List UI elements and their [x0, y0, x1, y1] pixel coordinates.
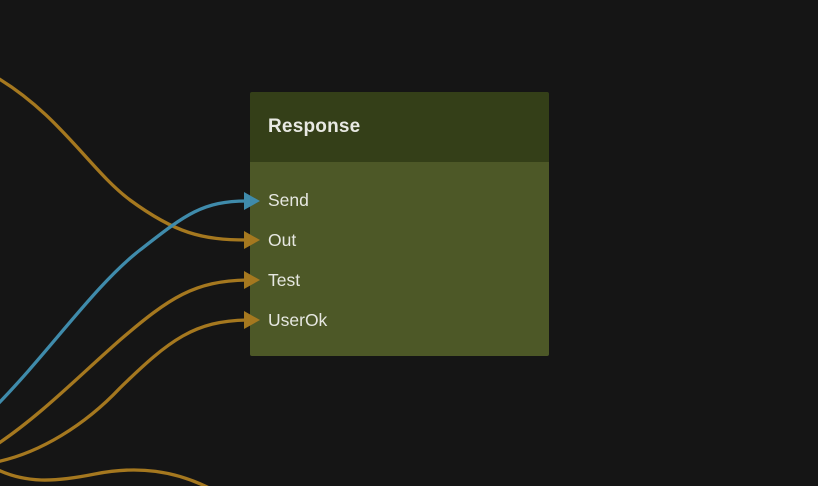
node-header-drag-handle[interactable]: Response [250, 92, 549, 162]
port-row-out: Out [250, 220, 549, 260]
port-label-out: Out [268, 229, 297, 250]
node-title: Response [268, 116, 361, 137]
port-arrow-test-icon[interactable] [244, 271, 260, 289]
edge-to-userok[interactable] [0, 318, 248, 463]
port-arrow-userok-icon[interactable] [244, 311, 260, 329]
port-label-test: Test [268, 269, 301, 290]
edge-to-out[interactable] [0, 77, 248, 242]
node-body: Send Out Test UserOk [250, 162, 549, 356]
port-row-test: Test [250, 260, 549, 300]
edge-clipped-bottom-left[interactable] [0, 468, 238, 486]
port-row-send: Send [250, 180, 549, 220]
edge-to-send[interactable] [0, 199, 248, 406]
port-label-send: Send [268, 189, 309, 210]
port-arrow-send-icon[interactable] [244, 192, 260, 210]
edge-to-test[interactable] [0, 278, 248, 445]
port-row-userok: UserOk [250, 300, 549, 340]
port-label-userok: UserOk [268, 309, 328, 330]
node-response[interactable]: Response Send Out Test UserOk [250, 92, 549, 356]
port-arrow-out-icon[interactable] [244, 231, 260, 249]
